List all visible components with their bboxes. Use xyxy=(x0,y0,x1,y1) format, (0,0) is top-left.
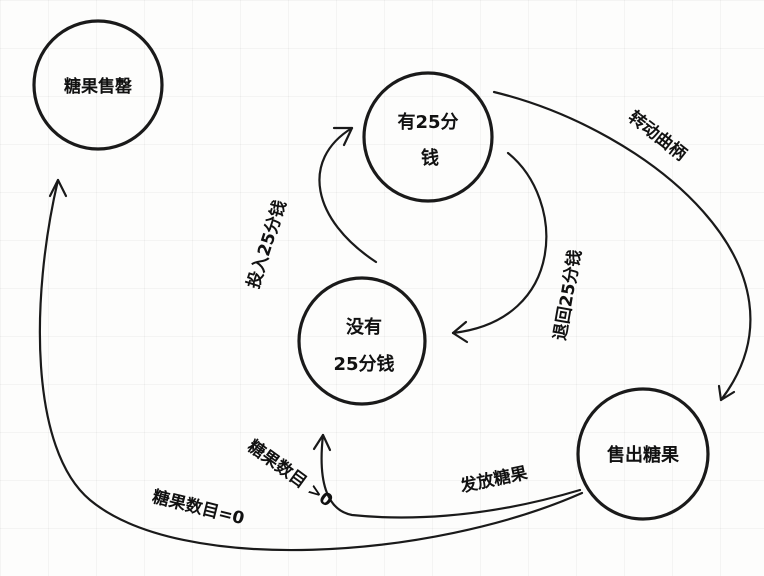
state-sold-label: 售出糖果 xyxy=(607,444,680,466)
label-eject-quarter: 退回25分钱 xyxy=(549,248,586,342)
state-no-quarter-label-line1: 没有 xyxy=(346,316,382,338)
state-no-quarter: 没有 25分钱 xyxy=(297,276,427,406)
state-no-quarter-label-line2: 25分钱 xyxy=(333,353,394,375)
edge-sold-out xyxy=(38,178,584,552)
label-insert-quarter: 投入25分钱 xyxy=(243,197,291,291)
edge-insert-quarter xyxy=(318,126,378,264)
edge-dispense xyxy=(312,433,582,519)
label-dispense: 发放糖果 xyxy=(457,462,529,497)
state-sold: 售出糖果 xyxy=(576,387,710,521)
edge-eject-quarter xyxy=(451,151,548,344)
state-has-quarter-label-line2: 钱 xyxy=(421,147,439,169)
state-sold-out: 糖果售罄 xyxy=(32,19,164,151)
state-sold-out-label: 糖果售罄 xyxy=(64,76,133,97)
state-has-quarter: 有25分 钱 xyxy=(362,71,494,203)
state-has-quarter-label-line1: 有25分 xyxy=(397,111,458,133)
label-gumballs-eq-0: 糖果数目=0 xyxy=(150,486,247,529)
label-turn-crank: 转动曲柄 xyxy=(624,106,691,164)
edge-turn-crank xyxy=(492,90,752,402)
